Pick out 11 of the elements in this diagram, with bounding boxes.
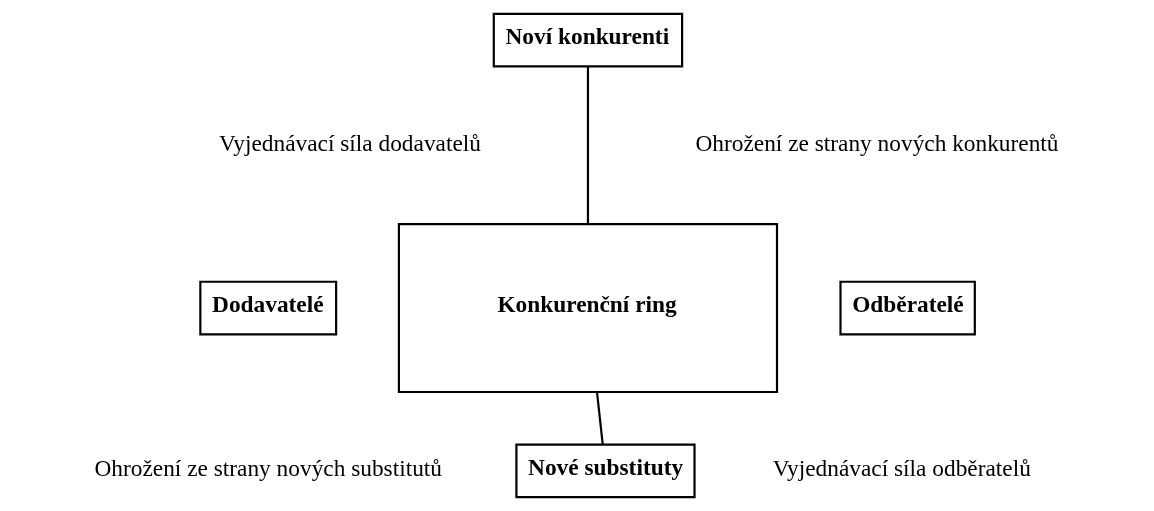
label: Ohrožení ze strany nových substitutů — [94, 455, 442, 482]
connector — [586, 66, 590, 224]
label: Vyjednávací síla dodavatelů — [219, 129, 481, 156]
node-box: Nové substituty — [515, 443, 696, 499]
label: Vyjednávací síla odběratelů — [772, 455, 1031, 482]
node-box: Noví konkurenti — [492, 12, 684, 68]
connector — [595, 392, 604, 445]
node-box: Odběratelé — [839, 280, 976, 336]
node-box: Konkurenční ring — [397, 223, 779, 394]
label: Ohrožení ze strany nových konkurentů — [695, 129, 1059, 156]
node-box: Dodavatelé — [199, 280, 338, 336]
